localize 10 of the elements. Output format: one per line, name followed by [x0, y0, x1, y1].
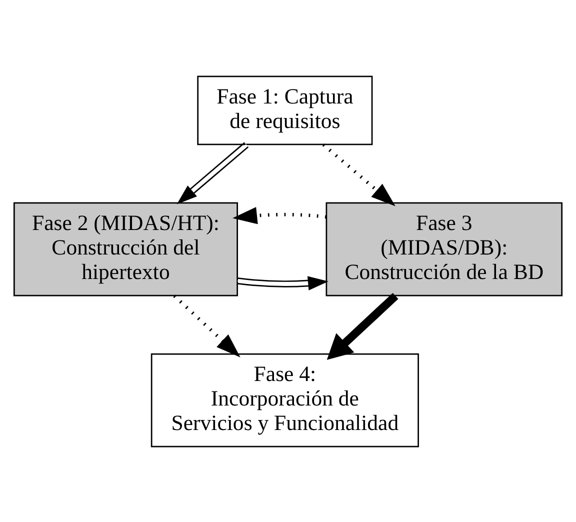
node-box: Fase 1: Captura de requisitos — [197, 75, 373, 145]
arrow — [232, 206, 327, 224]
arrow — [176, 142, 249, 204]
node-box: Fase 4: Incorporación de Servicios y Funcionalidad — [150, 352, 419, 447]
arrow — [322, 142, 396, 206]
arrow — [326, 292, 398, 360]
node-box: Fase 2 (MIDAS/HT): Construcción del hipertexto — [13, 202, 238, 296]
arrow — [237, 276, 328, 290]
arrow — [173, 294, 240, 357]
node-box: Fase 3 (MIDAS/DB): Construcción de la BD — [326, 202, 563, 296]
